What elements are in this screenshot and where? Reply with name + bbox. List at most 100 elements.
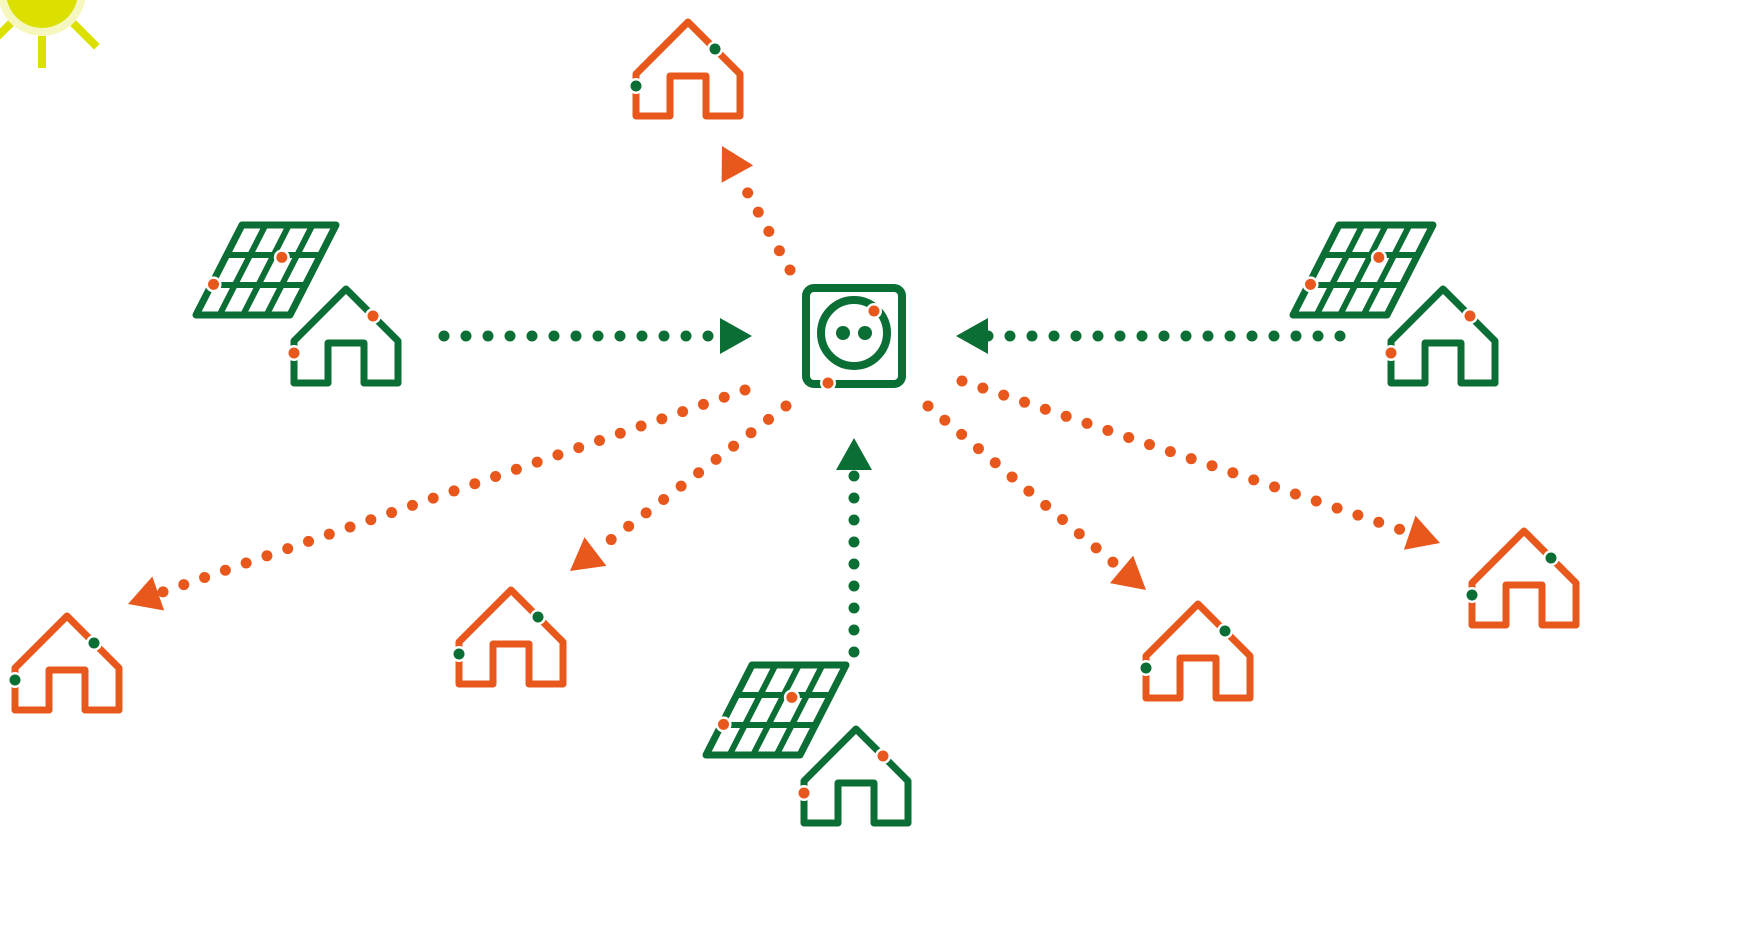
- flow-socket-to-house-far-right: [956, 375, 1440, 550]
- flow-arrowhead: [1403, 515, 1440, 550]
- flow-dot: [1310, 495, 1322, 507]
- solar-panel-gridline: [1337, 223, 1389, 317]
- flow-dot: [848, 558, 860, 570]
- flow-socket-to-house-mid-right: [922, 400, 1146, 590]
- flow-dot: [261, 550, 273, 562]
- sun-ray: [0, 20, 14, 40]
- flow-dot: [1331, 502, 1343, 514]
- socket-face: [817, 296, 891, 370]
- connector-dot: [786, 691, 798, 703]
- flow-dot: [1289, 488, 1301, 500]
- flow-dot: [1180, 330, 1192, 342]
- flow-dot: [365, 514, 377, 526]
- flow-dot: [199, 571, 211, 583]
- flow-dot: [922, 400, 934, 412]
- flow-dot: [490, 471, 502, 483]
- flow-dot: [1123, 431, 1135, 443]
- flow-dot: [1248, 474, 1260, 486]
- flow-dot: [763, 413, 775, 425]
- flow-dot: [1227, 467, 1239, 479]
- flow-dot: [656, 413, 668, 425]
- flow-dot: [780, 400, 792, 412]
- flow-dot: [1023, 485, 1035, 497]
- connector-dot: [208, 278, 220, 290]
- flow-dot: [531, 456, 543, 468]
- flow-dot: [989, 457, 1001, 469]
- connector-dot: [822, 377, 834, 389]
- connector-dot: [1373, 251, 1385, 263]
- flow-dot: [763, 225, 775, 237]
- flow-dot: [1092, 330, 1104, 342]
- solar-panel-gridline: [726, 663, 779, 757]
- flow-dot: [526, 330, 538, 342]
- house-outline: [800, 725, 912, 827]
- flow-dot: [1006, 471, 1018, 483]
- flow-dot: [1269, 481, 1281, 493]
- flow-dot: [956, 428, 968, 440]
- flow-dot: [406, 499, 418, 511]
- socket-pin: [836, 326, 850, 340]
- flow-dot: [697, 398, 709, 410]
- house-icon: [451, 586, 567, 688]
- flow-dot: [438, 330, 450, 342]
- flow-dot: [680, 330, 692, 342]
- flow-dot: [745, 427, 757, 439]
- flow-dot: [1081, 417, 1093, 429]
- flow-arrowhead: [570, 537, 607, 571]
- house-icon: [7, 612, 123, 714]
- flow-arrowhead: [720, 318, 752, 354]
- flow-arrowhead: [836, 438, 872, 470]
- flow-dot: [1246, 330, 1258, 342]
- flow-solar-house-left-to-socket: [438, 318, 752, 354]
- flow-dot: [614, 330, 626, 342]
- flow-dot: [1026, 330, 1038, 342]
- solar-panel-gridline: [240, 223, 292, 317]
- connector-dot: [1305, 278, 1317, 290]
- solar-panel-gridline: [773, 663, 826, 757]
- connector-dot: [1466, 589, 1478, 601]
- flow-dot: [1268, 330, 1280, 342]
- flow-dot: [972, 443, 984, 455]
- solar-panel-gridline: [750, 663, 802, 757]
- flow-dot: [1290, 330, 1302, 342]
- connector-dot: [798, 787, 810, 799]
- flow-dot: [1073, 528, 1085, 540]
- flow-dot: [635, 420, 647, 432]
- flow-dot: [1102, 424, 1114, 436]
- flow-dot: [1090, 542, 1102, 554]
- flow-dot: [1019, 396, 1031, 408]
- flow-dot: [848, 514, 860, 526]
- connector-dot: [718, 718, 730, 730]
- connector-dot: [9, 674, 21, 686]
- house-icon: [1383, 285, 1499, 387]
- flow-arrowhead: [128, 576, 165, 611]
- flow-dot: [344, 521, 356, 533]
- connector-dot: [630, 80, 642, 92]
- house-outline: [1468, 527, 1580, 629]
- power-socket-icon: [802, 284, 906, 391]
- flow-dot: [728, 440, 740, 452]
- sun-ray: [70, 20, 100, 50]
- flow-dot: [303, 535, 315, 547]
- flow-dot: [1334, 330, 1346, 342]
- flow-dot: [702, 330, 714, 342]
- flow-dot: [594, 434, 606, 446]
- solar-house-icon: [1289, 221, 1499, 387]
- flow-dot: [977, 382, 989, 394]
- flow-socket-to-house-top: [721, 146, 796, 276]
- solar-panel-gridline: [1313, 223, 1366, 317]
- connector-dot: [276, 251, 288, 263]
- flow-dot: [1164, 446, 1176, 458]
- flow-dot: [1070, 330, 1082, 342]
- flow-dot: [605, 534, 617, 546]
- connector-dot: [1140, 662, 1152, 674]
- flow-dot: [510, 463, 522, 475]
- flow-dot: [1394, 523, 1406, 535]
- flow-dot: [636, 330, 648, 342]
- flow-dot: [752, 206, 764, 218]
- flow-dot: [848, 624, 860, 636]
- flow-arrowhead: [721, 146, 754, 183]
- house-outline: [632, 18, 744, 120]
- connector-dot: [367, 310, 379, 322]
- connector-dot: [709, 43, 721, 55]
